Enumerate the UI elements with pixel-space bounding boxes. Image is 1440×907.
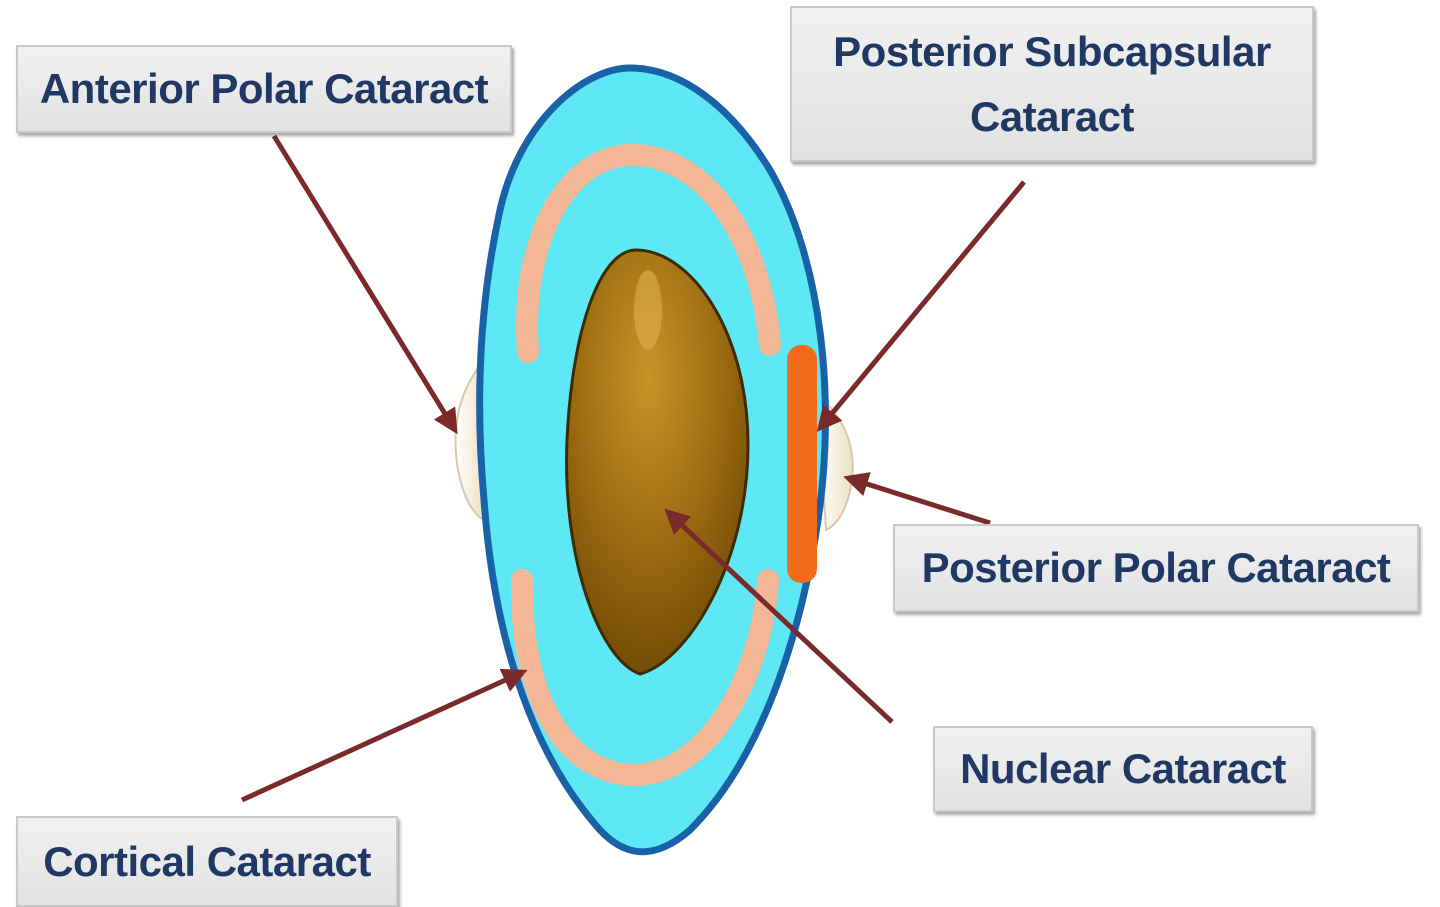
arrow-anterior-polar	[271, 134, 458, 435]
label-text-line1: Posterior Subcapsular	[833, 27, 1271, 75]
label-text: Anterior Polar Cataract	[39, 65, 489, 113]
cortex-band-upper	[516, 143, 781, 363]
arrow-cortical	[240, 668, 528, 803]
cortex-band-lower	[510, 569, 779, 787]
label-anterior-polar-cataract: Anterior Polar Cataract	[16, 45, 512, 133]
nucleus-highlight	[634, 270, 662, 350]
arrow-posterior-subcapsular	[816, 180, 1026, 432]
label-posterior-polar-cataract: Posterior Polar Cataract	[893, 524, 1419, 612]
label-text: Nuclear Cataract	[960, 745, 1286, 793]
posterior-subcapsular-opacity	[787, 345, 817, 583]
label-posterior-subcapsular-cataract: Posterior Subcapsular Cataract	[790, 6, 1314, 162]
arrow-nuclear	[664, 508, 894, 724]
label-text: Cortical Cataract	[43, 837, 371, 885]
arrow-posterior-polar	[843, 472, 991, 526]
label-cortical-cataract: Cortical Cataract	[16, 816, 398, 907]
lens-nucleus	[565, 248, 750, 676]
label-nuclear-cataract: Nuclear Cataract	[933, 726, 1313, 812]
label-text-line2: Cataract	[969, 93, 1135, 140]
label-text: Posterior Polar Cataract	[921, 544, 1391, 592]
